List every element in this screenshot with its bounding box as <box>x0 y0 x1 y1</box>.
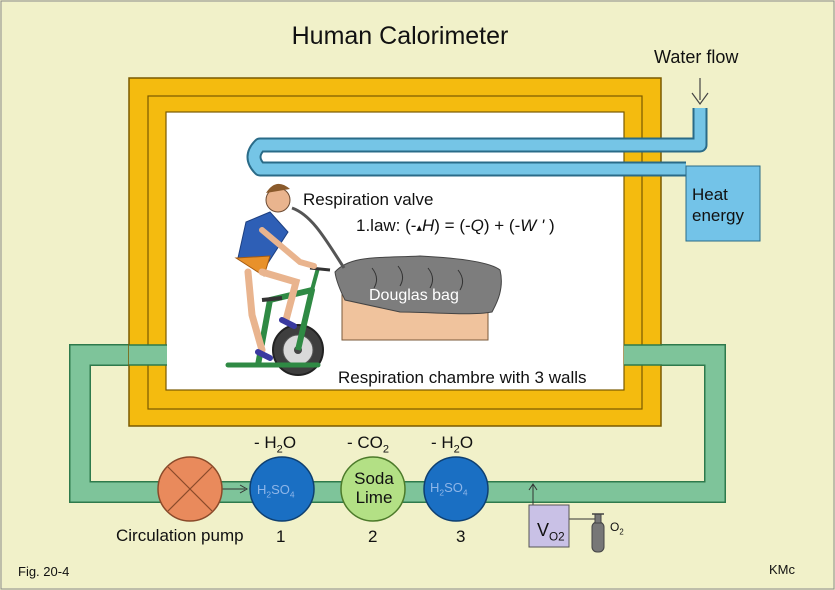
absorber-1-content: H2SO4 <box>257 482 295 500</box>
oxygen-cylinder-icon <box>591 513 605 553</box>
douglas-bag-label: Douglas bag <box>369 287 459 304</box>
water-inflow-arrow <box>691 92 709 106</box>
respiration-chamber <box>165 111 625 391</box>
vo2-label: VO2 <box>537 520 565 544</box>
stage-3-removed-label: - H2O <box>431 433 474 456</box>
stage-1-number: 1 <box>276 527 286 546</box>
heat-energy-box <box>685 165 761 242</box>
pipe-outlet <box>624 345 662 365</box>
stage-2-removed-label: - CO2 <box>347 433 390 456</box>
circulation-pump-label: Circulation pump <box>116 526 244 545</box>
o2-label: O2 <box>610 520 624 537</box>
stage-3-number: 3 <box>456 527 466 546</box>
figure-number: Fig. 20-4 <box>18 564 70 579</box>
absorber-2-soda-lime <box>340 456 406 522</box>
water-flow-label: Water flow <box>654 47 739 67</box>
absorber-3-content: H2SO4 <box>430 480 468 498</box>
chamber-label: Respiration chambre with 3 walls <box>338 368 587 387</box>
pipe-inlet <box>129 345 167 365</box>
absorber-1-h2so4 <box>249 456 315 522</box>
circulation-pump <box>157 456 223 522</box>
absorber-3-h2so4 <box>423 456 489 522</box>
diagram-title: Human Calorimeter <box>291 22 509 50</box>
vo2-meter-box <box>528 504 570 548</box>
author-initials: KMc <box>769 562 795 577</box>
respiration-valve-label: Respiration valve <box>303 190 434 209</box>
stage-1-removed-label: - H2O <box>254 433 297 456</box>
breathing-tube <box>291 206 346 269</box>
cyclist-on-ergometer <box>225 183 331 376</box>
douglas-bag <box>334 255 502 315</box>
water-pipe <box>248 108 706 175</box>
first-law-equation: 1.law: (-▴H) = (-Q) + (-W ' ) <box>356 216 555 235</box>
stage-2-number: 2 <box>368 527 378 546</box>
